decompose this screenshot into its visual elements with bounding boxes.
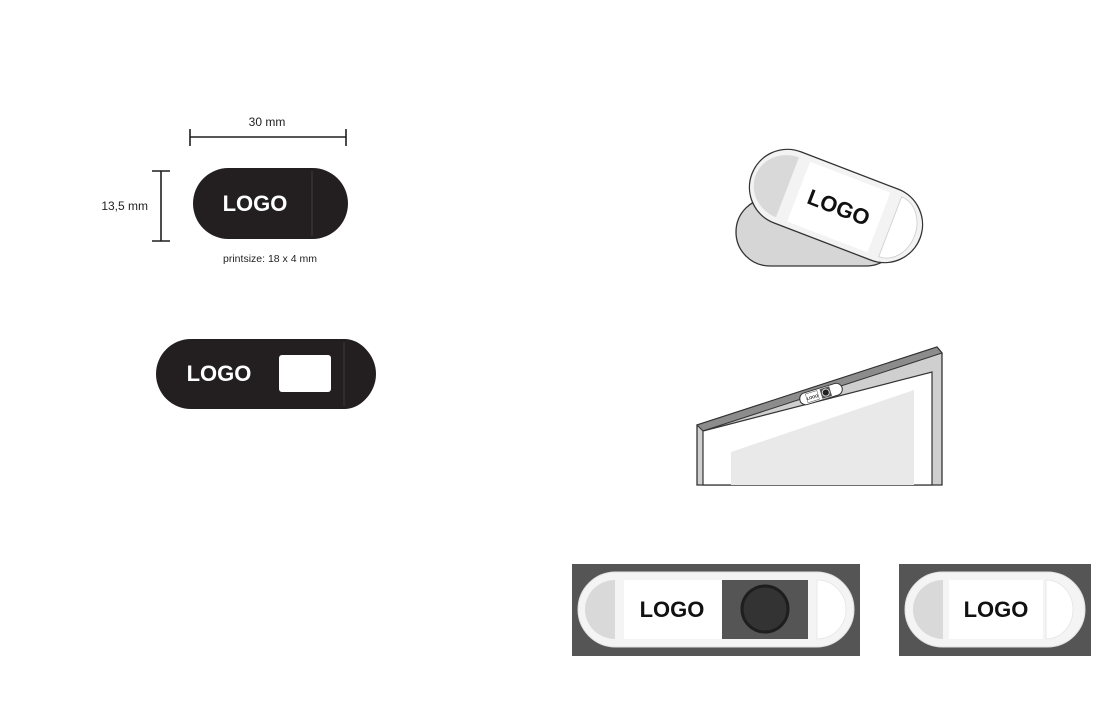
front-view-closed: LOGO: [899, 564, 1091, 656]
dimensioned-cover-view: 30 mm 13,5 mm LOGO printsize: 18 x 4 mm: [101, 115, 348, 265]
height-label: 13,5 mm: [101, 199, 148, 213]
front-view-open: LOGO: [572, 564, 860, 656]
logo-label: LOGO: [806, 393, 819, 401]
print-size-label: printsize: 18 x 4 mm: [223, 253, 317, 265]
laptop-screen-view: LOGO: [696, 346, 943, 486]
cover-closed-body: [193, 168, 348, 239]
logo-label: LOGO: [964, 597, 1029, 622]
width-dimension: 30 mm: [189, 115, 347, 146]
width-label: 30 mm: [249, 115, 286, 129]
cover-isometric-view: LOGO: [735, 148, 924, 267]
laptop-display: [731, 390, 914, 485]
cover-open-end-cap: [338, 339, 375, 409]
cover-open-view: LOGO: [156, 339, 376, 409]
logo-label: LOGO: [223, 191, 288, 216]
cover-open-logo-body: [156, 339, 276, 409]
logo-label: LOGO: [187, 361, 252, 386]
logo-label: LOGO: [640, 597, 705, 622]
laptop-webcam-cover: LOGO: [799, 382, 843, 406]
camera-lens-icon: [740, 584, 790, 634]
height-dimension: 13,5 mm: [101, 170, 170, 242]
